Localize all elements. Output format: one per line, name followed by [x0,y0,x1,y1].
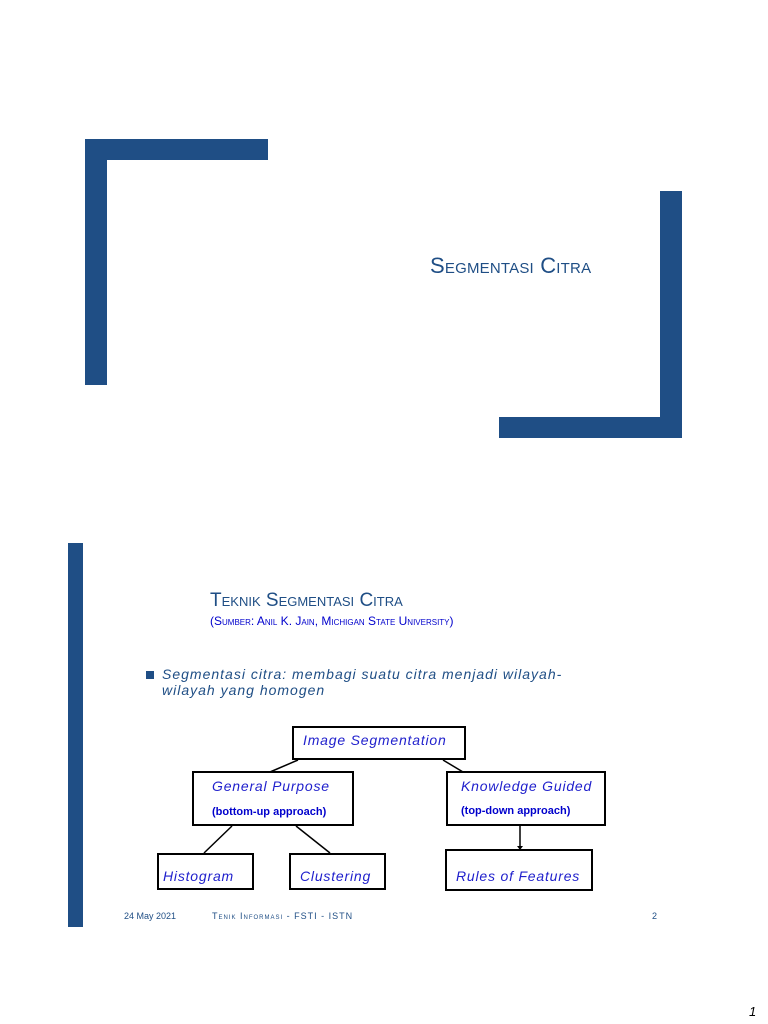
footer-center: Tenik Informasi - FSTI - ISTN [212,911,354,921]
corner-bracket-bottom-right-vertical [660,191,682,438]
corner-bracket-top-left-horizontal [85,139,268,160]
bullet-square-icon [146,671,154,679]
bullet-text: Segmentasi citra: membagi suatu citra me… [162,666,563,698]
box-rules-of-features: Rules of Features [445,849,593,891]
slide2-title: Teknik Segmentasi Citra [210,590,403,611]
box-image-segmentation-label: Image Segmentation [303,732,447,748]
box-histogram: Histogram [157,853,254,890]
box-knowledge-guided: Knowledge Guided (top-down approach) [446,771,606,826]
box-knowledge-guided-label: Knowledge Guided [461,778,593,794]
box-general-purpose-label: General Purpose [212,778,330,794]
box-clustering-label: Clustering [300,868,372,884]
footer-date: 24 May 2021 [124,911,177,921]
box-image-segmentation: Image Segmentation [292,726,466,760]
box-rules-of-features-label: Rules of Features [456,868,581,884]
slide2-subtitle: (Sumber: Anil K. Jain, Michigan State Un… [210,614,454,628]
slide1-title: Segmentasi Citra [430,253,592,278]
footer-slide-number: 2 [652,911,658,921]
box-clustering: Clustering [289,853,386,890]
corner-bracket-bottom-right-horizontal [499,417,682,438]
slide2-left-bar [68,543,83,927]
box-general-purpose: General Purpose (bottom-up approach) [192,771,354,826]
box-histogram-label: Histogram [163,868,234,884]
page-number: 1 [749,1004,757,1019]
box-knowledge-guided-sub: (top-down approach) [461,805,571,817]
box-general-purpose-sub: (bottom-up approach) [212,806,327,818]
corner-bracket-top-left-vertical [85,139,107,385]
